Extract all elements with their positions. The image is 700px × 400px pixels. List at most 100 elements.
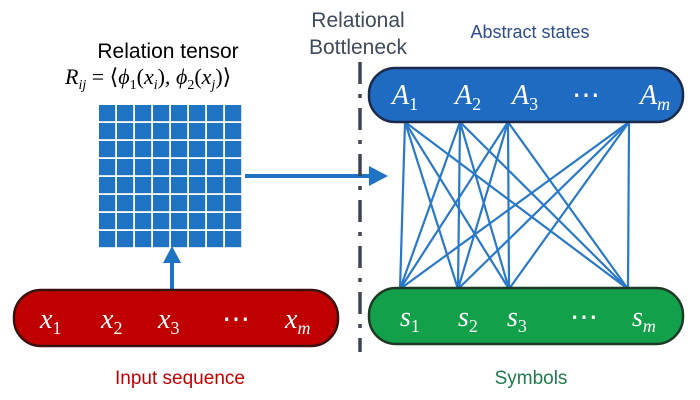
tensor-cell [153, 213, 170, 230]
connection-edge [456, 121, 510, 290]
tensor-cell [117, 159, 134, 176]
input-item-3: x3 [157, 304, 179, 338]
connection-edge [458, 121, 511, 290]
connection-edge [403, 121, 460, 290]
symbols-bar [367, 286, 685, 346]
tensor-cell [135, 231, 152, 248]
input-to-tensor-arrow [163, 246, 181, 290]
abstract-states-bar [367, 66, 685, 124]
tensor-cell [225, 105, 242, 122]
tensor-cell [207, 177, 224, 194]
tensor-cell [171, 195, 188, 212]
tensor-cell [171, 213, 188, 230]
tensor-cell [99, 177, 116, 194]
connection-edge [456, 121, 462, 290]
tensor-cell [225, 213, 242, 230]
input-sequence-label: Input sequence [115, 368, 245, 389]
input-sequence-bar [12, 288, 340, 348]
abstract-state-5: Am [638, 80, 670, 114]
bottleneck-label-line1: Relational [311, 9, 404, 32]
tensor-cell [189, 141, 206, 158]
relation-formula: Rij = ⟨ϕ1(xi), ϕ2(xj)⟩ [64, 64, 231, 93]
tensor-cell [189, 231, 206, 248]
abstract-state-1: A1 [390, 80, 418, 114]
tensor-cell [117, 213, 134, 230]
abstract-states-label: Abstract states [470, 22, 589, 42]
relation-tensor-grid [99, 105, 242, 248]
connection-edge [398, 121, 407, 290]
abstract-state-4: ⋯ [572, 80, 600, 111]
tensor-cell [207, 231, 224, 248]
up-arrow-head [163, 246, 181, 263]
symbols-label: Symbols [495, 368, 568, 389]
tensor-cell [153, 177, 170, 194]
tensor-cell [99, 123, 116, 140]
tensor-cell [225, 177, 242, 194]
tensor-cell [189, 105, 206, 122]
tensor-cell [171, 105, 188, 122]
tensor-cell [135, 141, 152, 158]
tensor-cell [117, 195, 134, 212]
input-item-5: xm [284, 304, 310, 338]
tensor-cell [171, 159, 188, 176]
tensor-cell [99, 141, 116, 158]
connection-edge [399, 121, 630, 290]
connection-edge [404, 121, 510, 290]
connection-edge [506, 121, 511, 290]
tensor-cell [171, 123, 188, 140]
tensor-cell [153, 123, 170, 140]
tensor-cell [225, 231, 242, 248]
tensor-cell [225, 159, 242, 176]
symbol-1: s1 [400, 302, 420, 336]
right-arrow-head [369, 166, 388, 186]
tensor-cell [117, 141, 134, 158]
connection-edge [404, 121, 629, 290]
tensor-cell [225, 141, 242, 158]
input-item-1: x1 [39, 304, 61, 338]
tensor-cell [189, 195, 206, 212]
tensor-cell [99, 105, 116, 122]
tensor-cell [135, 159, 152, 176]
tensor-cell [207, 123, 224, 140]
tensor-cell [117, 231, 134, 248]
connection-edge [398, 121, 462, 290]
connection-edge [626, 121, 631, 290]
symbol-2: s2 [458, 302, 478, 336]
tensor-cell [153, 141, 170, 158]
abstract-state-3: A3 [510, 80, 538, 114]
tensor-cell [99, 231, 116, 248]
connection-edge [457, 121, 630, 290]
tensor-cell [135, 123, 152, 140]
tensor-cell [207, 159, 224, 176]
tensor-cell [153, 231, 170, 248]
connection-edge [399, 121, 509, 290]
tensor-cell [189, 123, 206, 140]
tensor-cell [207, 213, 224, 230]
connection-edge [508, 121, 630, 290]
input-item-2: x2 [100, 304, 122, 338]
connection-edges [398, 121, 631, 290]
tensor-cell [135, 105, 152, 122]
tensor-cell [171, 231, 188, 248]
tensor-cell [135, 195, 152, 212]
tensor-cell [135, 213, 152, 230]
tensor-cell [117, 123, 134, 140]
tensor-cell [225, 123, 242, 140]
tensor-cell [189, 159, 206, 176]
tensor-cell [153, 105, 170, 122]
tensor-cell [189, 213, 206, 230]
tensor-to-bottleneck-arrow [245, 166, 388, 186]
bottleneck-label-line2: Bottleneck [309, 36, 408, 59]
tensor-cell [207, 141, 224, 158]
tensor-cell [153, 195, 170, 212]
tensor-cell [225, 195, 242, 212]
tensor-cell [171, 141, 188, 158]
tensor-cell [153, 159, 170, 176]
tensor-cell [99, 213, 116, 230]
symbol-4: ⋯ [570, 302, 598, 333]
tensor-cell [171, 177, 188, 194]
